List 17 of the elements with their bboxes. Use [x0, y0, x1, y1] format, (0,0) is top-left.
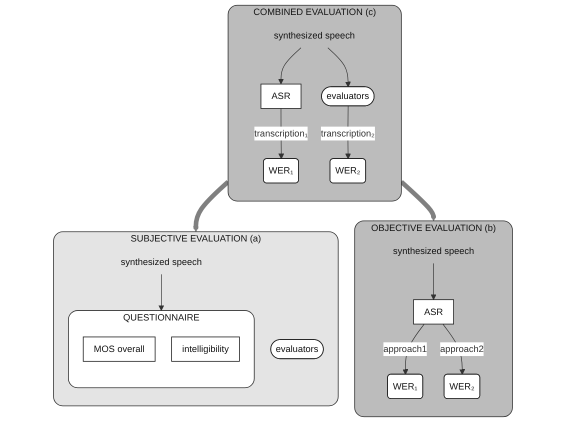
arrow [430, 263, 436, 300]
edge-label: transcription₁ [254, 128, 308, 138]
node-text: synthesized speech [120, 256, 202, 268]
arrow [192, 180, 230, 232]
node-text: synthesized speech [274, 30, 355, 41]
node-box: MOS overall [82, 336, 156, 362]
arrow [328, 47, 351, 88]
edge-label: approach1 [383, 344, 427, 354]
edge-label: transcription₂ [320, 128, 375, 138]
node-box: intelligibility [171, 336, 240, 362]
arrow [400, 180, 436, 222]
arrow [158, 274, 164, 311]
node-box: ASR [260, 84, 302, 109]
edge-label: approach2 [440, 344, 484, 354]
node-text: synthesized speech [393, 246, 474, 256]
node-box: ASR [413, 299, 454, 324]
arrow [278, 47, 302, 84]
